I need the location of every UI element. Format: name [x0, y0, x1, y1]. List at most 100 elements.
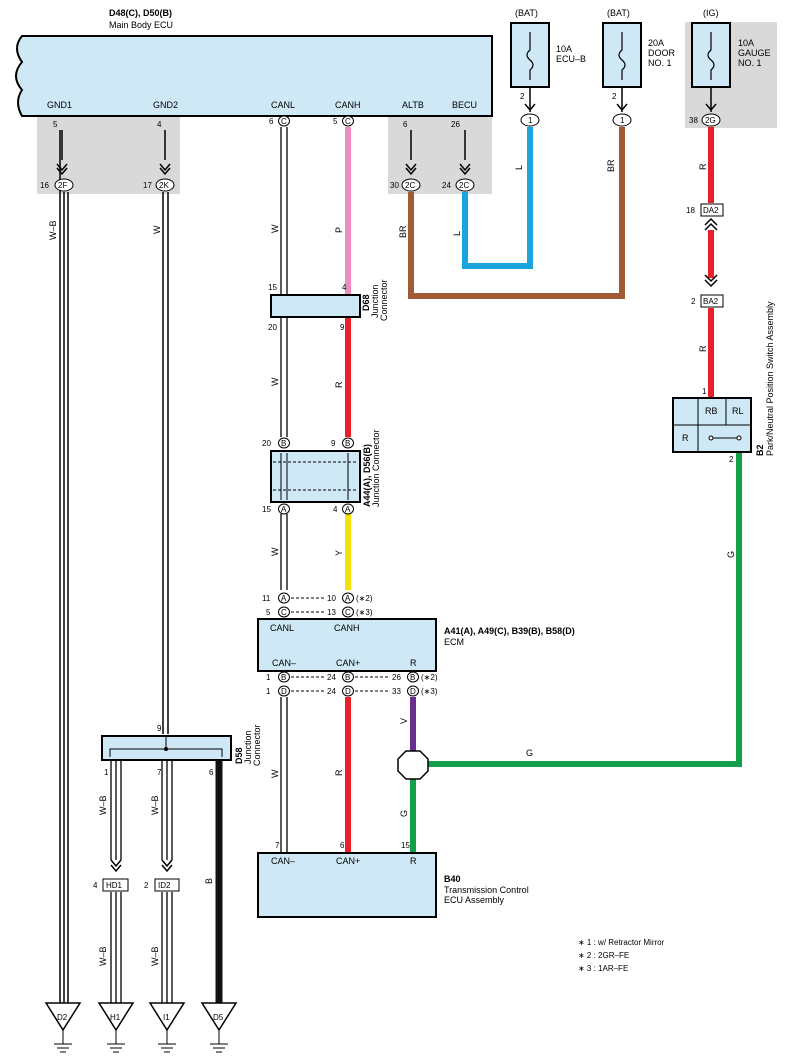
wire-gnd1-wb — [59, 130, 69, 1003]
svg-text:R: R — [698, 345, 708, 352]
svg-text:Y: Y — [334, 550, 344, 556]
svg-text:20A: 20A — [648, 38, 664, 48]
svg-text:4: 4 — [333, 505, 338, 514]
ecu-pin-num-becu: 26 — [451, 120, 460, 129]
svg-text:R: R — [410, 856, 417, 866]
svg-text:(BAT): (BAT) — [607, 8, 630, 18]
svg-text:1: 1 — [104, 768, 109, 777]
svg-text:D: D — [410, 687, 416, 696]
svg-text:9: 9 — [157, 724, 162, 733]
svg-text:∗ 1 : w/ Retractor Mirror: ∗ 1 : w/ Retractor Mirror — [578, 938, 665, 947]
svg-text:1: 1 — [620, 116, 625, 125]
svg-text:R: R — [682, 433, 689, 443]
svg-text:2: 2 — [520, 92, 525, 101]
svg-text:A44(A), D56(B): A44(A), D56(B) — [362, 444, 372, 507]
svg-text:G: G — [726, 551, 736, 558]
svg-text:30: 30 — [390, 181, 399, 190]
svg-text:1: 1 — [266, 673, 271, 682]
svg-text:R: R — [334, 769, 344, 776]
svg-text:BR: BR — [606, 159, 616, 172]
svg-text:15: 15 — [401, 841, 410, 850]
svg-text:9: 9 — [331, 439, 336, 448]
svg-text:2C: 2C — [405, 181, 415, 190]
svg-text:11: 11 — [262, 594, 271, 603]
svg-text:15: 15 — [262, 505, 271, 514]
svg-text:NO. 1: NO. 1 — [738, 58, 762, 68]
svg-text:4: 4 — [93, 881, 98, 890]
svg-text:5: 5 — [266, 608, 271, 617]
svg-text:CAN–: CAN– — [271, 856, 295, 866]
svg-text:7: 7 — [157, 768, 162, 777]
fuse-gauge-no1: (IG) 10A GAUGE NO. 1 38 2G — [689, 8, 771, 127]
wire-d58-to-hd1 — [110, 760, 122, 1003]
connector-id2 — [154, 878, 180, 892]
svg-text:15: 15 — [268, 283, 277, 292]
transmission-control-ecu: 7 6 15 CAN– CAN+ R B40 Transmission Cont… — [257, 841, 529, 918]
svg-text:W–B: W–B — [98, 946, 108, 966]
svg-text:R: R — [410, 658, 417, 668]
j2k-num: 17 — [143, 181, 152, 190]
svg-text:6: 6 — [340, 841, 345, 850]
wire-pnp-green — [428, 452, 742, 767]
svg-text:ECU Assembly: ECU Assembly — [444, 895, 505, 905]
junction-connector-a44: 20 B 9 B 15 A 4 A A44(A), D56(B) Junctio… — [262, 429, 381, 515]
ground-i1: I1 — [148, 1002, 186, 1053]
svg-text:2: 2 — [691, 297, 696, 306]
svg-text:10: 10 — [327, 594, 336, 603]
svg-text:C: C — [281, 608, 287, 617]
svg-text:7: 7 — [275, 841, 280, 850]
svg-text:(BAT): (BAT) — [515, 8, 538, 18]
svg-text:A: A — [281, 594, 287, 603]
svg-text:H1: H1 — [110, 1013, 121, 1022]
svg-text:24: 24 — [327, 673, 336, 682]
svg-text:W–B: W–B — [150, 946, 160, 966]
svg-text:(IG): (IG) — [703, 8, 719, 18]
svg-text:18: 18 — [686, 206, 695, 215]
svg-text:B: B — [281, 673, 286, 682]
svg-text:Connector: Connector — [252, 724, 262, 766]
svg-text:Transmission Control: Transmission Control — [444, 885, 529, 895]
svg-text:DA2: DA2 — [703, 206, 719, 215]
svg-text:NO. 1: NO. 1 — [648, 58, 672, 68]
junction-connector-d68: 15 4 20 9 D68 Junction Connector — [268, 279, 389, 332]
svg-text:W: W — [270, 377, 280, 386]
ecm: 11 A 5 C 10 A (∗2) 13 C (∗3) CANL CANH C… — [257, 592, 575, 697]
wire-gnd2-w — [162, 192, 169, 734]
svg-text:B2: B2 — [755, 444, 765, 456]
ecu-title: D48(C), D50(B) — [109, 8, 172, 18]
ecu-pin-num-altb: 6 — [403, 120, 408, 129]
wire-canl-w — [280, 127, 288, 853]
svg-text:1: 1 — [702, 387, 707, 396]
svg-text:CANL: CANL — [270, 623, 294, 633]
svg-text:G: G — [526, 748, 533, 758]
svg-text:RB: RB — [705, 406, 718, 416]
svg-text:∗ 2 : 2GR–FE: ∗ 2 : 2GR–FE — [578, 951, 629, 960]
svg-text:20: 20 — [262, 439, 271, 448]
svg-text:CAN+: CAN+ — [336, 658, 360, 668]
ecu-pin-num-gnd1: 5 — [53, 120, 58, 129]
connector-hd1 — [102, 878, 129, 892]
wire-altb-br — [408, 127, 625, 299]
svg-text:(∗2): (∗2) — [356, 594, 373, 603]
svg-text:D5: D5 — [213, 1013, 224, 1022]
svg-text:2G: 2G — [705, 116, 716, 125]
svg-text:W–B: W–B — [98, 795, 108, 815]
svg-text:L: L — [452, 231, 462, 236]
svg-text:D: D — [345, 687, 351, 696]
svg-text:33: 33 — [392, 687, 401, 696]
svg-text:Park/Neutral Position Switch A: Park/Neutral Position Switch Assembly — [765, 301, 775, 456]
svg-text:CANH: CANH — [334, 623, 360, 633]
svg-text:2C: 2C — [459, 181, 469, 190]
svg-text:10A: 10A — [738, 38, 754, 48]
svg-text:RL: RL — [732, 406, 744, 416]
ecu-pin-gnd1: GND1 — [47, 100, 72, 110]
svg-text:B: B — [281, 439, 286, 448]
svg-text:A: A — [345, 594, 351, 603]
svg-text:D: D — [281, 687, 287, 696]
svg-text:2: 2 — [729, 455, 734, 464]
svg-text:BR: BR — [398, 225, 408, 238]
svg-text:Connector: Connector — [379, 279, 389, 321]
svg-text:2: 2 — [144, 881, 149, 890]
ecu-conn-canh: C — [345, 117, 351, 126]
svg-text:GAUGE: GAUGE — [738, 48, 771, 58]
